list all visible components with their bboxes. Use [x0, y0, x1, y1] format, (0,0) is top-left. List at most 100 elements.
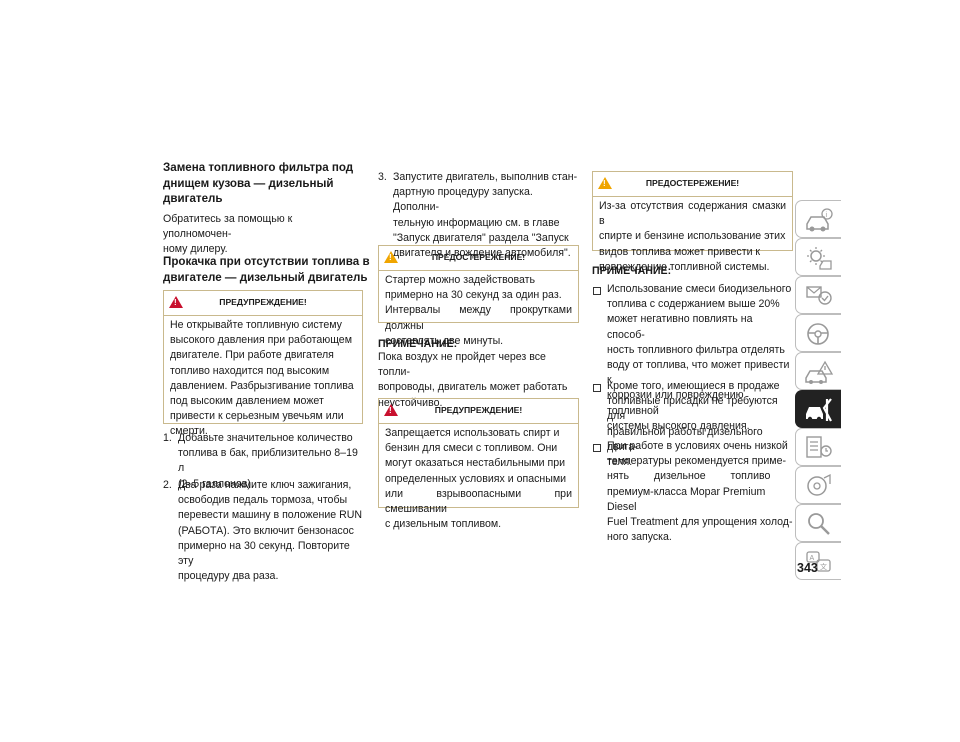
text-line: определенных условиях и опасными	[385, 472, 567, 485]
car-service-icon	[806, 398, 832, 422]
heading-line: Прокачка при отсутствии топлива в	[163, 255, 370, 268]
text-line: топливо находится под высоким	[170, 364, 330, 377]
text-line: теля.	[607, 456, 633, 469]
tab-safety[interactable]	[795, 276, 841, 314]
text-line: двигателя и вождение автомобиля".	[393, 247, 571, 260]
warning-triangle-icon: !	[384, 404, 398, 416]
text-line: При работе в условиях очень низкой	[607, 440, 788, 452]
text-line: Стартер можно задействовать	[385, 274, 536, 286]
heading-line: двигателе — дизельный двигатель	[163, 270, 368, 284]
tab-service[interactable]	[795, 390, 841, 428]
text-line: с дизельным топливом.	[385, 518, 502, 531]
caution-triangle-icon: !	[598, 177, 612, 189]
step-text: Запустите двигатель, выполнив стан- дарт…	[393, 170, 579, 261]
text-line: примерно на 30 секунд. Повторите эту	[178, 539, 350, 568]
text-line: Два раза нажмите ключ зажигания,	[178, 479, 352, 491]
caution-box-1: ! ПРЕДОСТЕРЕЖЕНИЕ! Стартер можно задейст…	[378, 245, 579, 347]
text-line: ному дилеру.	[163, 243, 228, 256]
step-number: 3.	[378, 171, 387, 183]
text-line: воду от топлива, что может привести к	[607, 359, 790, 387]
svg-text:i: i	[826, 212, 828, 219]
index-search-icon	[808, 513, 830, 535]
text-line: высокого давления при работающем	[170, 334, 352, 347]
warning-triangle-icon: !	[169, 296, 183, 308]
note-title: ПРИМЕЧАНИЕ:	[378, 338, 458, 350]
steering-wheel-icon	[807, 323, 829, 345]
tab-driving[interactable]	[795, 314, 841, 352]
text-line: "Запуск двигателя" раздела "Запуск	[393, 231, 569, 244]
text-line: температуры рекомендуется приме-	[607, 455, 786, 468]
text-line: Не открывайте топливную систему	[170, 319, 342, 331]
warning-title: ПРЕДУПРЕЖДЕНИЕ!	[219, 297, 307, 307]
text-line: премиум-класса Mopar Premium Diesel	[607, 485, 766, 513]
warning-text: Не открывайте топливную систему высокого…	[170, 318, 356, 440]
text-line: вопроводы, двигатель может работать	[378, 381, 568, 394]
text-line: ного запуска.	[607, 531, 672, 544]
text-line: спирте и бензине использование этих	[599, 230, 786, 243]
caution-text: Стартер можно задействовать примерно на …	[385, 273, 572, 349]
text-line: правильной работы дизельного двига-	[607, 425, 763, 453]
bullet-square-icon	[593, 287, 601, 295]
text-line: двигателе. При работе двигателя	[170, 349, 334, 362]
text-line: Из-за отсутствия содержания смазки в	[599, 200, 786, 228]
bullet-square-icon	[593, 384, 601, 392]
svg-text:文: 文	[820, 562, 827, 571]
section-heading-priming: Прокачка при отсутствии топлива в двигат…	[163, 254, 373, 285]
text-line: Запустите двигатель, выполнив стан-	[393, 171, 578, 183]
step-number: 1.	[163, 432, 172, 444]
multimedia-icon	[807, 473, 831, 496]
warning-header	[164, 291, 362, 316]
text-line: Обратитесь за помощью к уполномочен-	[163, 213, 293, 241]
warning-box-2: ! ПРЕДУПРЕЖДЕНИЕ! Запрещается использова…	[378, 398, 579, 530]
note-title: ПРИМЕЧАНИЕ:	[592, 265, 672, 277]
text-line: Кроме того, имеющиеся в продаже	[607, 380, 780, 392]
caution-triangle-icon: !	[384, 251, 398, 263]
text-line: Интервалы между прокрутками должны	[385, 304, 572, 332]
warning-title: ПРЕДУПРЕЖДЕНИЕ!	[434, 405, 523, 415]
step-number: 2.	[163, 479, 172, 491]
tab-multimedia[interactable]	[795, 466, 841, 504]
text-line: дартную процедуру запуска. Дополни-	[393, 186, 533, 214]
text-line: или взрывоопасными при смешивании	[385, 487, 572, 516]
warning-header	[379, 399, 578, 424]
step-text: Добавьте значительное количество топлива…	[178, 431, 364, 492]
warning-box-1: ! ПРЕДУПРЕЖДЕНИЕ! Не открывайте топливну…	[163, 290, 363, 437]
heading-line: двигатель	[163, 192, 223, 206]
tab-emergency[interactable]	[795, 352, 841, 390]
heading-line: днищем кузова — дизельный	[163, 176, 334, 190]
warning-text: Запрещается использовать спирт и бензин …	[385, 426, 572, 532]
text-line: топлива с содержанием выше 20%	[607, 298, 780, 311]
bullet-text: При работе в условиях очень низкой темпе…	[607, 439, 793, 545]
text-line: Пока воздух не пройдет через все топли-	[378, 351, 546, 379]
car-lights-icon	[807, 247, 832, 270]
caution-header	[379, 246, 578, 271]
text-line: (2–5 галлонов).	[178, 477, 254, 490]
car-info-icon: i	[806, 208, 833, 232]
text-line: перевести машину в положение RUN	[178, 509, 363, 522]
language-icon: A文	[806, 551, 831, 572]
car-emergency-icon	[805, 360, 834, 384]
caution-header	[593, 172, 792, 197]
text-line: бензин для смеси с топливом. Они	[385, 442, 558, 455]
text-line: Добавьте значительное количество	[178, 432, 353, 444]
tab-lights[interactable]	[795, 238, 841, 276]
tab-index[interactable]	[795, 504, 841, 542]
text-line: Запрещается использовать спирт и	[385, 427, 560, 439]
text-line: системы высокого давления.	[607, 419, 750, 432]
text-line: под высоким давлением может	[170, 395, 324, 408]
tab-car-info[interactable]: i	[795, 200, 841, 238]
maintenance-list-icon	[806, 436, 832, 458]
text-line: Использование смеси биодизельного	[607, 283, 792, 295]
caution-text: Из-за отсутствия содержания смазки в спи…	[599, 199, 786, 275]
text-line: коррозии или повреждению топливной	[607, 389, 744, 417]
tab-maintenance[interactable]	[795, 428, 841, 466]
bullet-text: Кроме того, имеющиеся в продаже топливны…	[607, 379, 793, 470]
text-line: (РАБОТА). Это включит бензонасос	[178, 524, 354, 537]
text-line: Fuel Treatment для упрощения холод-	[607, 516, 793, 529]
svg-text:A: A	[810, 555, 815, 562]
bullet-square-icon	[593, 444, 601, 452]
text-line: ность топливного фильтра отделять	[607, 343, 785, 356]
text-line: тельную информацию см. в главе	[393, 216, 560, 229]
text-line: привести к серьезным увечьям или	[170, 410, 344, 423]
